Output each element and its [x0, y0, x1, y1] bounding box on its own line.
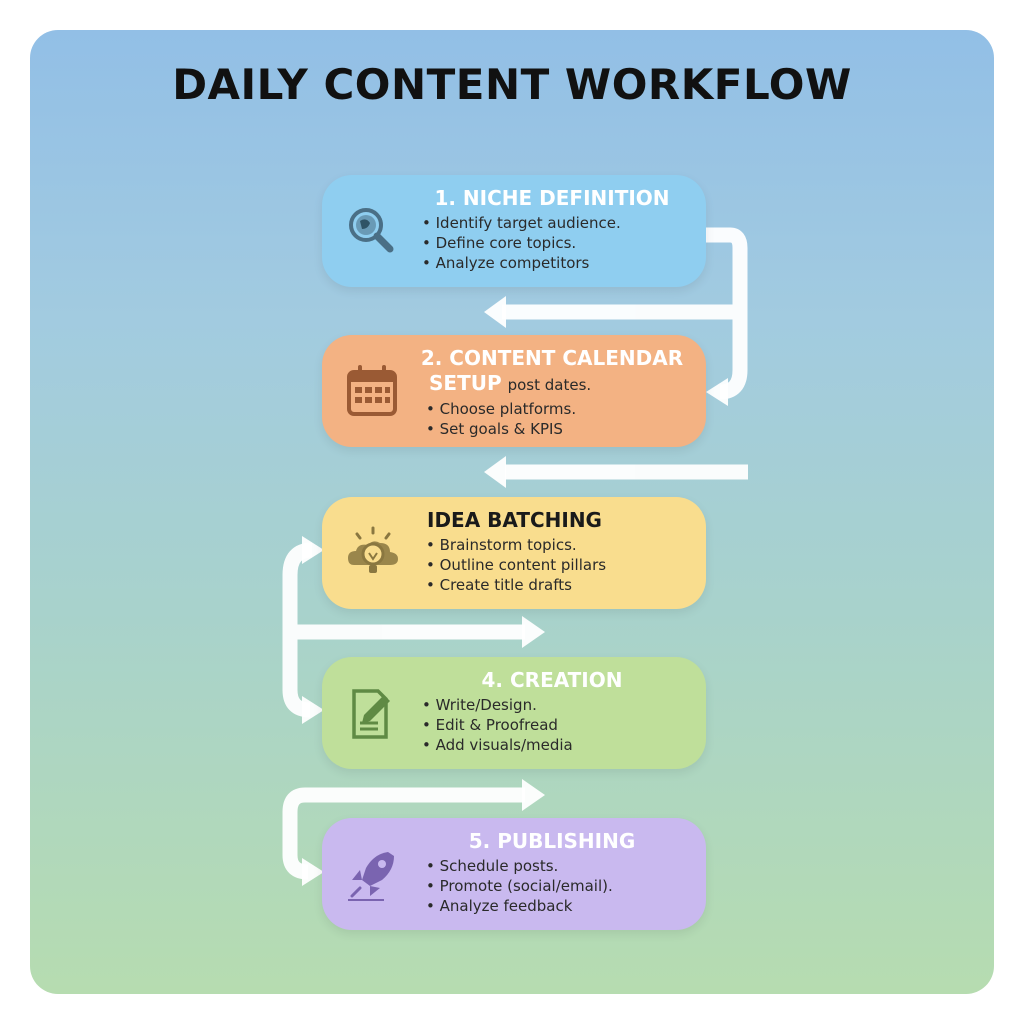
step-card-publishing: 5. PUBLISHING Schedule posts. Promote (s…	[322, 818, 706, 930]
arrow-head-6	[302, 696, 324, 724]
bullet-item: Define core topics.	[422, 233, 621, 253]
arrow-head-1	[706, 378, 728, 406]
page-title: DAILY CONTENT WORKFLOW	[172, 60, 852, 109]
bullet-item: Edit & Proofread	[422, 715, 573, 735]
step-bullets: Choose platforms. Set goals & KPIS	[426, 399, 576, 439]
globe-magnifier-icon	[349, 208, 394, 253]
bullet-item: Identify target audience.	[422, 213, 621, 233]
arrow-head-3	[484, 456, 506, 488]
step-card-content-calendar: 2. CONTENT CALENDAR SETUP post dates. Cho…	[322, 335, 706, 447]
rocket-icon	[348, 852, 394, 901]
step-bullets: Brainstorm topics. Outline content pilla…	[426, 535, 606, 595]
step-title: 2. CONTENT CALENDAR	[420, 346, 684, 370]
arrow-head-7	[522, 779, 545, 811]
step-card-idea-batching: IDEA BATCHING Brainstorm topics. Outline…	[322, 497, 706, 609]
calendar-icon	[347, 365, 397, 416]
step-title: IDEA BATCHING	[427, 508, 602, 532]
bullet-item: Create title drafts	[426, 575, 606, 595]
lightbulb-icon	[348, 526, 398, 573]
bullet-item: Choose platforms.	[426, 399, 576, 419]
arrow-head-8	[302, 858, 324, 886]
bullet-item: Add visuals/media	[422, 735, 573, 755]
bullet-item: Brainstorm topics.	[426, 535, 606, 555]
step-title: 1. NICHE DEFINITION	[434, 186, 670, 210]
bullet-item: Write/Design.	[422, 695, 573, 715]
bullet-item: Analyze competitors	[422, 253, 621, 273]
bullet-item: Outline content pillars	[426, 555, 606, 575]
connector-1-2	[706, 227, 748, 400]
step-card-creation: 4. CREATION Write/Design. Edit & Proofre…	[322, 657, 706, 769]
bullet-item: Analyze feedback	[426, 896, 613, 916]
step-bullets: Schedule posts. Promote (social/email). …	[426, 856, 613, 916]
bullet-item: Schedule posts.	[426, 856, 613, 876]
bullet-item: Set goals & KPIS	[426, 419, 576, 439]
inline-bullet-text: post dates.	[507, 376, 592, 394]
arrow-head-4	[302, 536, 324, 564]
step-bullets: Identify target audience. Define core to…	[422, 213, 621, 273]
step-title: 5. PUBLISHING	[468, 829, 636, 853]
arrow-head-5	[522, 616, 545, 648]
document-pen-icon	[352, 689, 390, 739]
step-title-continued: SETUP	[429, 371, 502, 395]
step-title: 4. CREATION	[481, 668, 623, 692]
bullet-item: Promote (social/email).	[426, 876, 613, 896]
step-card-niche-definition: 1. NICHE DEFINITION Identify target audi…	[322, 175, 706, 287]
step-bullets: Write/Design. Edit & Proofread Add visua…	[422, 695, 573, 755]
connector-4-5	[282, 787, 525, 880]
arrow-head-2	[484, 296, 506, 328]
